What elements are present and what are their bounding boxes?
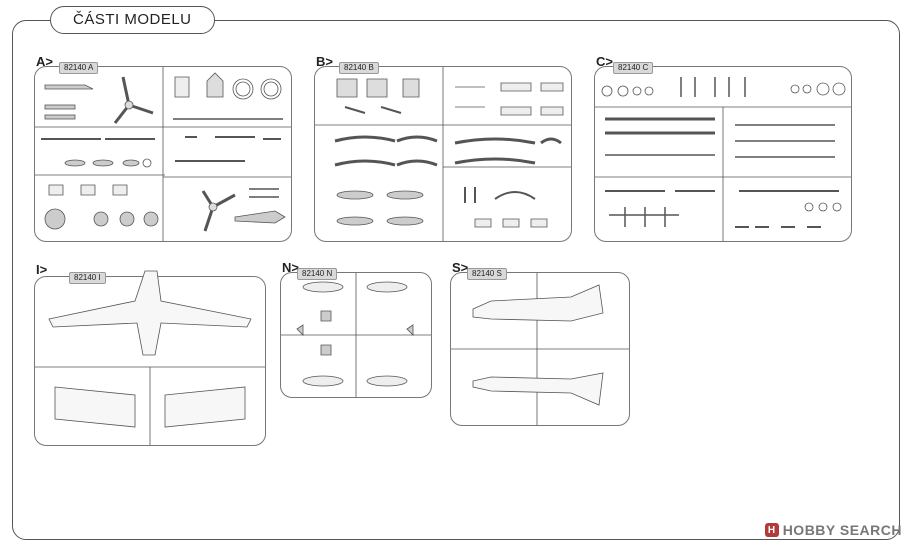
sprue-c: 82140 C	[594, 62, 852, 242]
sprue-a-code: 82140 A	[59, 62, 99, 74]
sprue-i-parts	[35, 270, 265, 445]
sprue-n: 82140 N	[280, 268, 432, 398]
sprue-a: 82140 A	[34, 62, 292, 242]
sprue-s-code: 82140 S	[467, 268, 507, 280]
sprue-c-code: 82140 C	[613, 62, 654, 74]
section-c-label: C>	[596, 54, 613, 69]
sprue-b-code: 82140 B	[339, 62, 379, 74]
page-title: ČÁSTI MODELU	[50, 6, 215, 34]
sprue-b-parts	[315, 67, 571, 241]
outer-frame	[12, 20, 900, 540]
watermark-text: HOBBY SEARCH	[782, 522, 902, 538]
brand-logo-icon: H	[764, 523, 779, 537]
sprue-s-parts	[451, 273, 629, 425]
section-n-label: N>	[282, 260, 299, 275]
section-i-label: I>	[36, 262, 48, 277]
sprue-b: 82140 B	[314, 62, 572, 242]
section-s-label: S>	[452, 260, 469, 275]
sprue-i: 82140 I	[34, 270, 266, 446]
sprue-s: 82140 S	[450, 268, 630, 426]
sprue-i-code: 82140 I	[69, 272, 106, 284]
sprue-n-code: 82140 N	[297, 268, 338, 280]
section-b-label: B>	[316, 54, 333, 69]
sprue-a-parts	[35, 67, 291, 241]
sprue-c-parts	[595, 77, 851, 241]
section-a-label: A>	[36, 54, 53, 69]
sprue-n-parts	[281, 273, 431, 397]
watermark: H HOBBY SEARCH	[764, 522, 902, 538]
